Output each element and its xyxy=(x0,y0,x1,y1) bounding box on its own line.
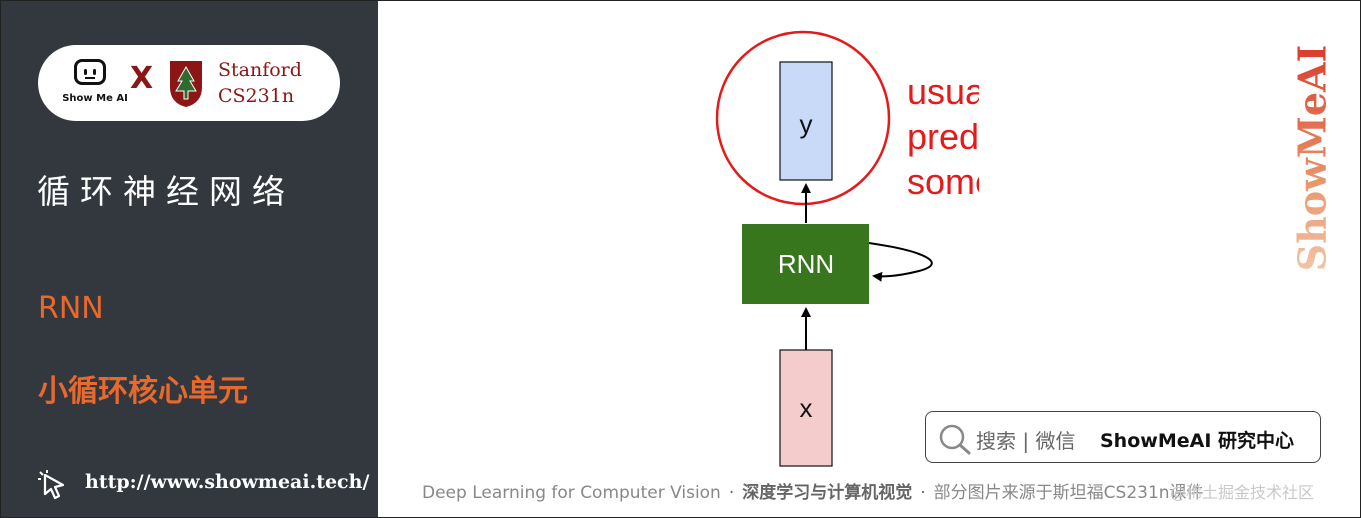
input-node xyxy=(779,349,833,467)
rnn-diagram: y RNN x usually want to predict a vector… xyxy=(715,30,979,467)
watermark-text: ShowMeAI xyxy=(1289,44,1335,272)
showmeai-logo-text: Show Me AI xyxy=(62,93,128,104)
recurrent-loop-arrow xyxy=(868,242,933,282)
footer: Deep Learning for Computer Vision · 深度学习与计… xyxy=(422,478,1204,503)
footer-separator-2: · xyxy=(920,483,926,503)
section-subtitle: 小循环核心单元 xyxy=(38,374,248,409)
input-node-label: x xyxy=(800,393,813,423)
footer-course: Deep Learning for Computer Vision xyxy=(422,483,721,503)
stanford-cs231n-name: Stanford CS231n xyxy=(218,57,302,109)
showmeai-logo: Show Me AI xyxy=(60,59,128,111)
logo-card: Show Me AI X Stanford CS231n xyxy=(38,45,340,121)
annotation-line-3: some time steps xyxy=(907,161,979,202)
credit-overlay: @稀土掘金技术社区 xyxy=(1170,483,1315,502)
footer-cn-title: 深度学习与计算机视觉 xyxy=(742,483,913,503)
wechat-search-box[interactable]: 搜索 | 微信 ShowMeAI 研究中心 xyxy=(925,411,1321,463)
highlight-circle xyxy=(715,30,891,206)
cursor-click-icon xyxy=(38,470,65,500)
showmeai-watermark: ShowMeAI xyxy=(1289,42,1335,274)
annotation-line-1: usually want to xyxy=(907,71,979,112)
output-node xyxy=(779,61,833,181)
site-url[interactable]: http://www.showmeai.tech/ xyxy=(85,471,370,493)
footer-separator-1: · xyxy=(728,483,735,503)
topic-title: 循环神经网络 xyxy=(37,172,295,211)
output-node-label: y xyxy=(800,109,813,139)
stanford-label: Stanford xyxy=(218,59,302,81)
cs231n-label: CS231n xyxy=(218,85,295,107)
robot-face-icon xyxy=(74,59,106,85)
search-icon xyxy=(939,424,971,455)
annotation-line-2: predict a vector at xyxy=(907,116,979,157)
search-prefix: 搜索 | 微信 xyxy=(976,429,1076,453)
rnn-core-node xyxy=(742,224,869,304)
search-brand: ShowMeAI 研究中心 xyxy=(1100,430,1294,452)
stanford-tree-icon xyxy=(170,61,202,107)
section-label: RNN xyxy=(38,291,104,326)
footer-note: 部分图片来源于斯坦福CS231n课件 xyxy=(933,483,1204,503)
sidebar: Show Me AI X Stanford CS231n 循环神经网络 RNN … xyxy=(1,1,378,517)
annotation-text: usually want to predict a vector at some… xyxy=(907,71,979,202)
rnn-core-label: RNN xyxy=(778,249,834,279)
collab-cross: X xyxy=(130,61,154,96)
